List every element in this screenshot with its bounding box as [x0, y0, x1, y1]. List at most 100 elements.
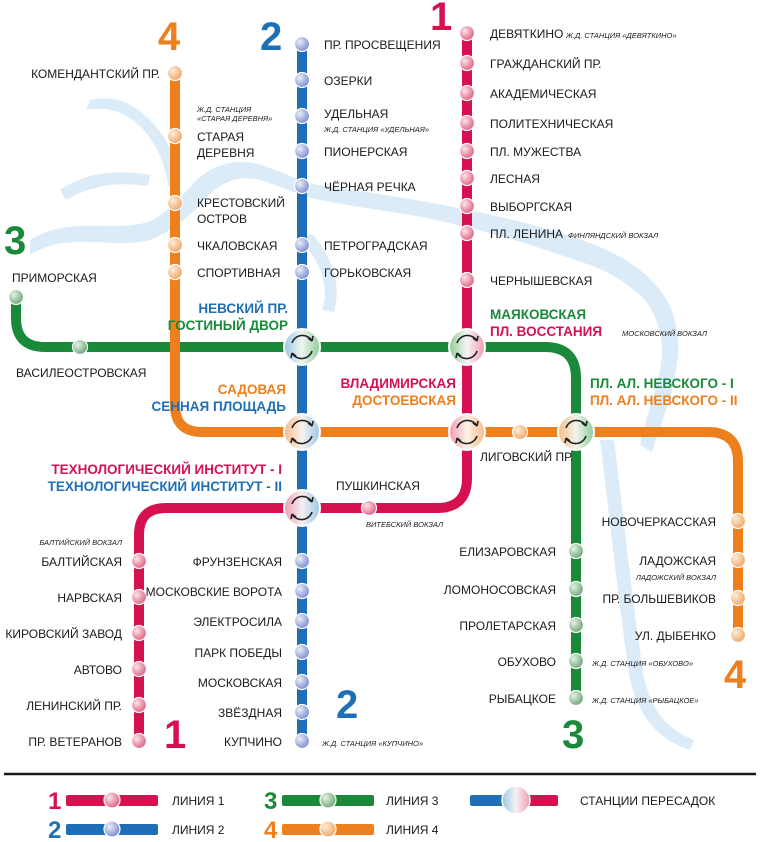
label-chernaya-rechka: ЧЁРНАЯ РЕЧКА [324, 180, 416, 194]
hub-label-vosstaniya: ПЛ. ВОССТАНИЯ [490, 324, 602, 339]
station-moskovskaya[interactable] [293, 673, 311, 691]
legend-line-3-station [319, 791, 337, 809]
station-gorkovskaya[interactable] [293, 263, 311, 281]
station-obukhovo[interactable] [567, 652, 585, 670]
station-chernyshevskaya[interactable] [458, 271, 476, 289]
station-krestovsky[interactable] [166, 194, 184, 212]
label-narvskaya: НАРВСКАЯ [57, 591, 122, 605]
label-kirovsky: КИРОВСКИЙ ЗАВОД [5, 626, 122, 641]
station-staraya-derevnya[interactable] [166, 127, 184, 145]
hub-nevskogo[interactable] [557, 413, 595, 451]
hub-mayakovskaya-vosstaniya[interactable] [448, 328, 486, 366]
station-devyatkino[interactable] [458, 24, 476, 42]
hub-label-nevsky: НЕВСКИЙ ПР. [198, 301, 288, 316]
station-park-pobedy[interactable] [293, 643, 311, 661]
note-kupchino-rail: Ж.Д. СТАНЦИЯ «КУПЧИНО» [321, 739, 423, 748]
station-narvskaya[interactable] [130, 588, 148, 606]
hub-tekhnologichesky[interactable] [283, 489, 321, 527]
label-novocherkasskaya: НОВОЧЕРКАССКАЯ [602, 515, 716, 529]
note-moskovsky: МОСКОВСКИЙ ВОКЗАЛ [622, 329, 708, 338]
legend: 1 ЛИНИЯ 1 2 ЛИНИЯ 2 3 ЛИНИЯ 3 4 ЛИНИЯ 4 … [48, 785, 715, 842]
station-leninsky[interactable] [130, 696, 148, 714]
station-komendantsky[interactable] [166, 64, 184, 82]
station-avtovo[interactable] [130, 660, 148, 678]
station-grazhdansky[interactable] [458, 54, 476, 72]
legend-line-1-label: ЛИНИЯ 1 [172, 794, 225, 808]
label-vasileostrovskaya: ВАСИЛЕОСТРОВСКАЯ [16, 366, 146, 380]
station-vyborgskaya[interactable] [458, 197, 476, 215]
station-zvezdnaya[interactable] [293, 703, 311, 721]
legend-line-1-station [103, 791, 121, 809]
station-muzhestva[interactable] [458, 142, 476, 160]
station-pionerskaya[interactable] [293, 142, 311, 160]
label-grazhdansky: ГРАЖДАНСКИЙ ПР. [490, 56, 602, 71]
station-ligovsky[interactable] [511, 423, 529, 441]
label-proletarskaya: ПРОЛЕТАРСКАЯ [459, 619, 556, 633]
station-primorskaya[interactable] [7, 288, 25, 306]
station-lesnaya[interactable] [458, 169, 476, 187]
station-kirovsky[interactable] [130, 624, 148, 642]
label-muzhestva: ПЛ. МУЖЕСТВА [490, 145, 581, 159]
station-lomonosovskaya[interactable] [567, 580, 585, 598]
label-devyatkino: ДЕВЯТКИНО [490, 27, 563, 41]
station-prosvescheniya[interactable] [293, 35, 311, 53]
label-chernyshevskaya: ЧЕРНЫШЕВСКАЯ [490, 274, 592, 288]
label-udelnaya: УДЕЛЬНАЯ [324, 107, 388, 121]
label-pionerskaya: ПИОНЕРСКАЯ [324, 145, 407, 159]
station-baltiyskaya[interactable] [130, 552, 148, 570]
line-2-number-bottom: 2 [336, 683, 358, 727]
station-kupchino[interactable] [293, 732, 311, 750]
neva-river [30, 98, 694, 750]
line-4-number-bottom: 4 [724, 653, 747, 697]
hub-vladimirskaya-dostoevskaya[interactable] [448, 413, 486, 451]
legend-number-3: 3 [264, 788, 277, 815]
legend-number-4: 4 [264, 817, 278, 842]
station-frunzenskaya[interactable] [293, 552, 311, 570]
label-primorskaya: ПРИМОРСКАЯ [12, 271, 97, 285]
station-ozerki[interactable] [293, 71, 311, 89]
station-chernaya-rechka[interactable] [293, 177, 311, 195]
station-veteranov[interactable] [130, 732, 148, 750]
station-vasileostrovskaya[interactable] [71, 338, 89, 356]
note-ladozhsky: ЛАДОЖСКИЙ ВОКЗАЛ [635, 573, 717, 582]
station-dybenko[interactable] [729, 626, 747, 644]
station-rybatskoe[interactable] [567, 689, 585, 707]
label-obukhovo: ОБУХОВО [498, 655, 556, 669]
hub-sadovaya-sennaya[interactable] [283, 413, 321, 451]
legend-number-1: 1 [48, 788, 61, 815]
station-elektrosila[interactable] [293, 612, 311, 630]
note-obukhovo-rail: Ж.Д. СТАНЦИЯ «ОБУХОВО» [591, 659, 693, 668]
label-dybenko: УЛ. ДЫБЕНКО [635, 629, 716, 643]
line-4-number-top: 4 [158, 15, 181, 59]
station-petrogradskaya[interactable] [293, 236, 311, 254]
station-politekhnicheskaya[interactable] [458, 114, 476, 132]
station-akademicheskaya[interactable] [458, 84, 476, 102]
label-lomonosovskaya: ЛОМОНОСОВСКАЯ [444, 583, 556, 597]
station-chkalovskaya[interactable] [166, 236, 184, 254]
station-ladozhskaya[interactable] [729, 551, 747, 569]
label-lesnaya: ЛЕСНАЯ [490, 172, 540, 186]
station-udelnaya[interactable] [293, 107, 311, 125]
legend-transfer-station [501, 785, 531, 815]
station-pushkinskaya[interactable] [360, 499, 378, 517]
line-2-number-top: 2 [260, 15, 282, 59]
hub-label-vladimirskaya: ВЛАДИМИРСКАЯ [340, 376, 456, 391]
label-bolshevikov: ПР. БОЛЬШЕВИКОВ [602, 592, 716, 606]
hub-label-dostoevskaya: ДОСТОЕВСКАЯ [352, 393, 456, 408]
station-bolshevikov[interactable] [729, 589, 747, 607]
station-moskovskie-vorota[interactable] [293, 582, 311, 600]
station-proletarskaya[interactable] [567, 616, 585, 634]
label-kupchino: КУПЧИНО [224, 735, 282, 749]
station-sportivnaya[interactable] [166, 263, 184, 281]
hub-label-nevskogo-1: ПЛ. АЛ. НЕВСКОГО - I [590, 376, 734, 391]
hub-nevsky-gostiny[interactable] [283, 328, 321, 366]
station-lenina[interactable] [458, 224, 476, 242]
label-avtovo: АВТОВО [74, 663, 122, 677]
station-elizarovskaya[interactable] [567, 542, 585, 560]
label-gorkovskaya: ГОРЬКОВСКАЯ [324, 266, 411, 280]
hub-label-sadovaya: САДОВАЯ [218, 382, 286, 397]
note-staraya-rail-1: Ж.Д. СТАНЦИЯ [196, 105, 252, 114]
station-novocherkasskaya[interactable] [729, 512, 747, 530]
legend-number-2: 2 [48, 817, 61, 842]
